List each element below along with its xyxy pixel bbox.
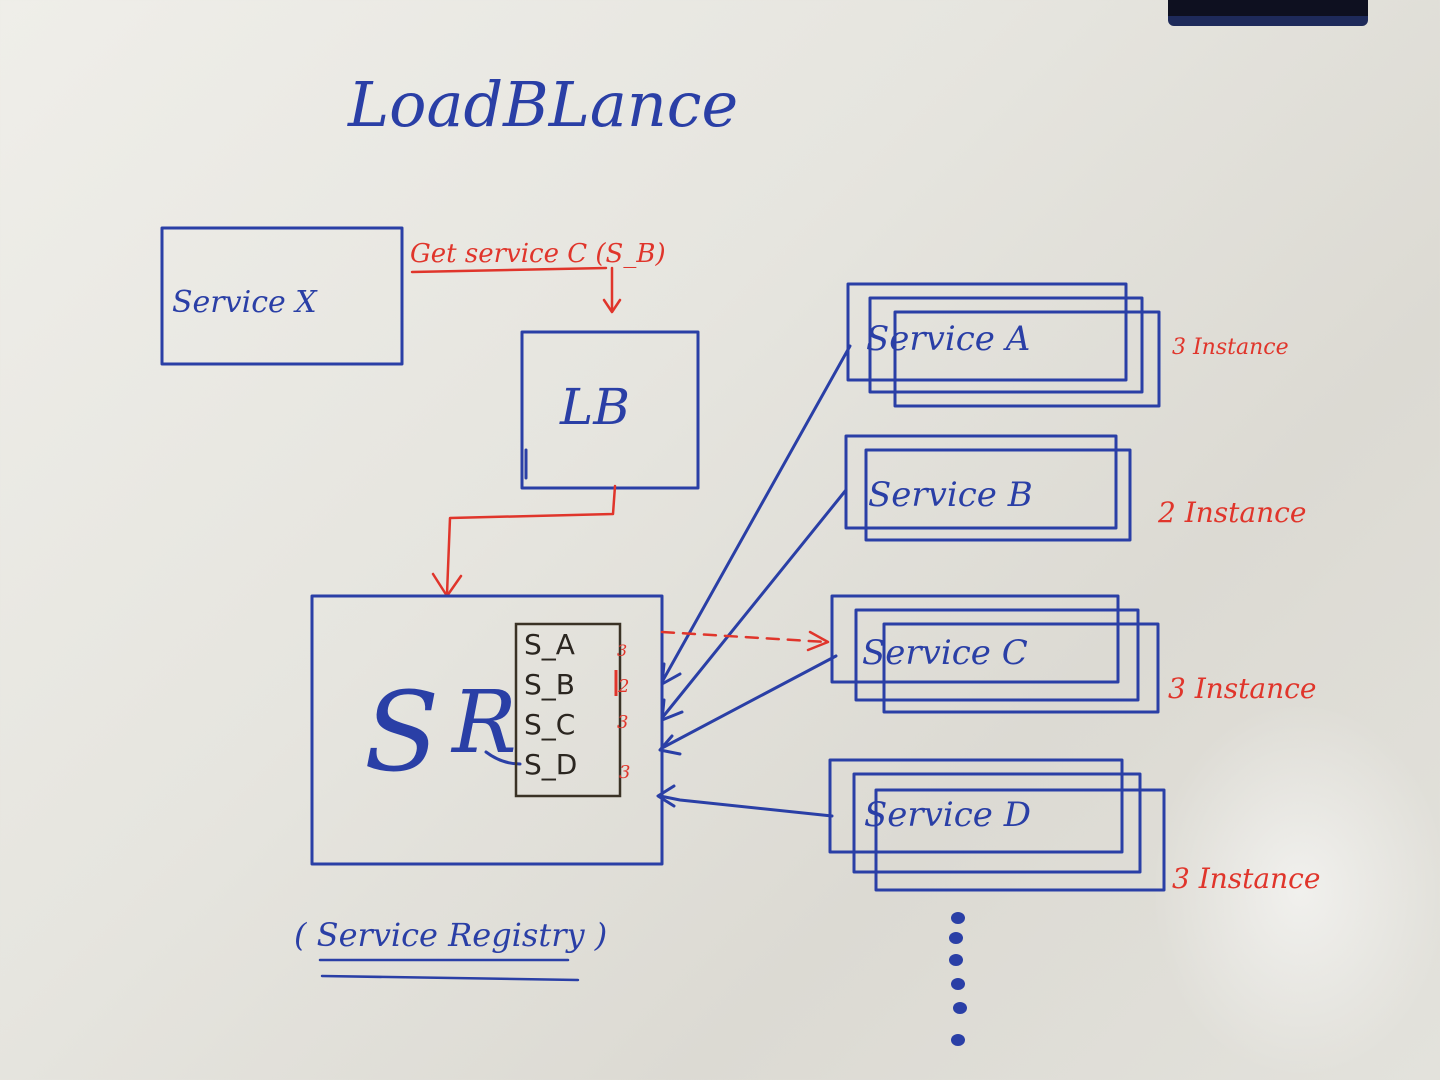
service-c-label: Service C — [862, 633, 1028, 673]
lb-node: LB — [520, 330, 700, 490]
sr-letter-r: R — [450, 673, 517, 773]
registry-entry-count: 3 — [617, 641, 627, 660]
service-a-instances: 3 Instance — [1172, 335, 1289, 360]
registry-entry-name: S_B — [524, 668, 575, 701]
request-label: Get service C (S_B) — [410, 239, 666, 269]
registry-entry-name: S_C — [524, 708, 575, 741]
more-services-ellipsis — [949, 912, 967, 1046]
service-registry-node: S R — [310, 594, 664, 866]
lb-label: LB — [559, 378, 630, 436]
service-b-label: Service B — [868, 475, 1033, 515]
eraser — [1168, 0, 1368, 26]
service-x-label: Service X — [172, 285, 318, 320]
registry-entry-count: 3 — [617, 712, 628, 733]
service-c-node: Service C 3 Instance — [830, 594, 1316, 714]
registry-entry-name: S_D — [524, 748, 577, 781]
service-a-node: Service A 3 Instance — [846, 282, 1289, 408]
service-b-node: Service B 2 Instance — [844, 434, 1306, 542]
service-x-node: Service X — [160, 226, 404, 366]
service-c-instances: 3 Instance — [1168, 672, 1316, 705]
registry-table: S_A 3 S_B 2 S_C 3 S_D 3 — [524, 628, 630, 783]
registry-entry-count: 3 — [619, 762, 630, 783]
whiteboard-glare — [1150, 700, 1440, 1080]
service-d-label: Service D — [864, 795, 1031, 835]
registry-caption-text: ( Service Registry ) — [294, 916, 607, 954]
service-a-label: Service A — [866, 319, 1030, 359]
registry-entry-name: S_A — [524, 628, 575, 661]
service-d-instances: 3 Instance — [1172, 862, 1320, 895]
diagram-title: LoadBLance — [347, 68, 738, 141]
service-d-node: Service D 3 Instance — [828, 758, 1320, 895]
service-b-instances: 2 Instance — [1157, 496, 1306, 529]
sr-letter-s: S — [364, 668, 439, 796]
lb-to-registry-arrow — [431, 484, 617, 598]
registry-entry-count: 2 — [617, 676, 629, 697]
request-flow: Get service C (S_B) — [410, 239, 666, 314]
lookup-arrow — [660, 630, 830, 652]
registry-caption: ( Service Registry ) — [294, 916, 607, 982]
service-registration-arrows — [656, 344, 852, 818]
